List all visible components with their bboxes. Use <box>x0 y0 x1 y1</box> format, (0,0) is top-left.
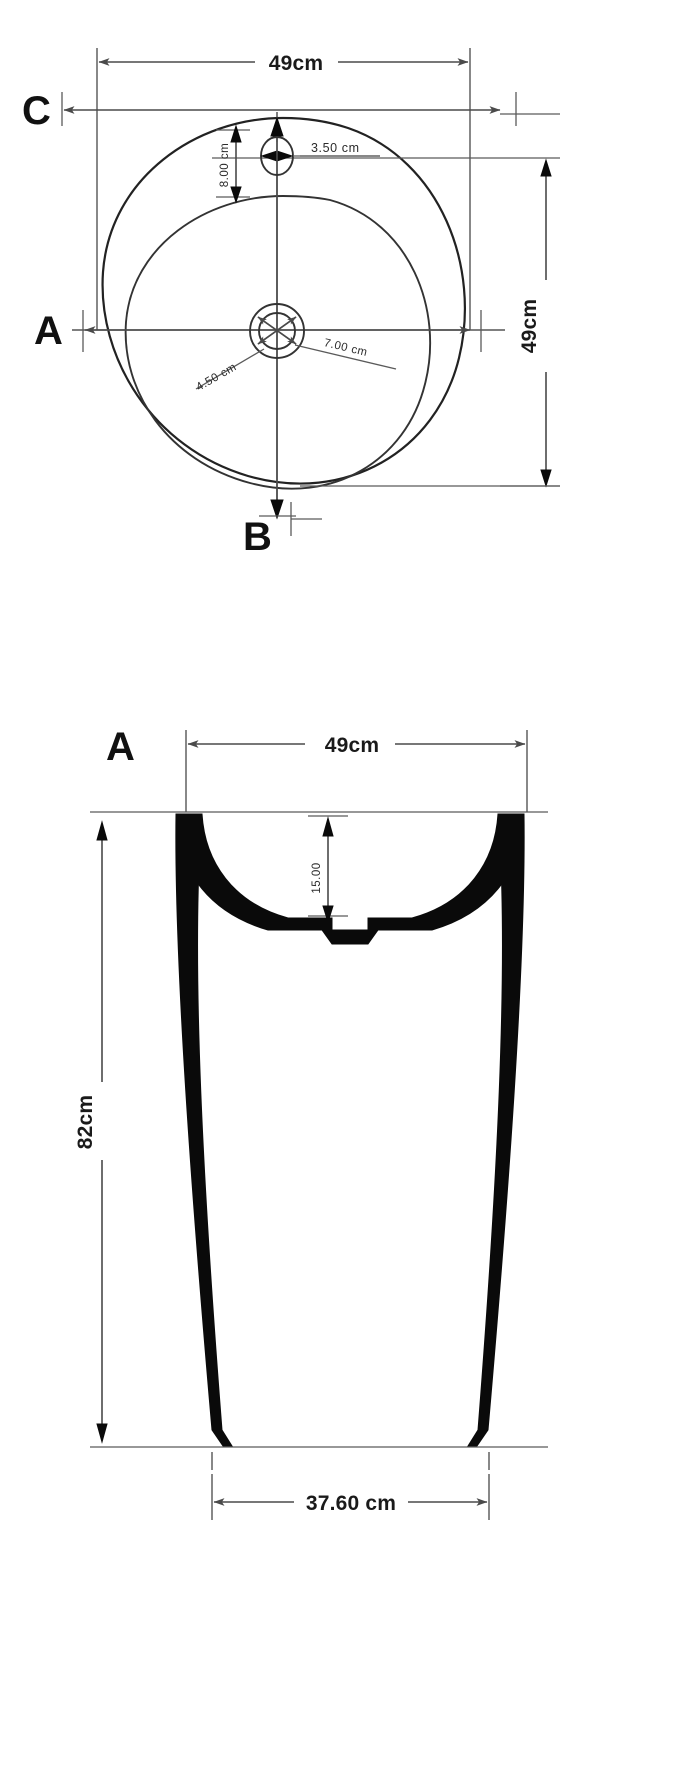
dimension-bowl-depth: 15.00 <box>308 815 348 924</box>
section-letter-a-front: A <box>106 725 135 769</box>
dimension-label-bowl-depth: 15.00 <box>311 862 323 893</box>
drain-outer-circle <box>249 303 305 359</box>
dimension-rim-width: 49cm <box>185 730 528 812</box>
dimension-label-right-height: 49cm <box>518 299 541 354</box>
pedestal-wall-right <box>467 813 525 1447</box>
dimension-label-rim-width: 49cm <box>325 734 380 757</box>
dimension-label-top-width: 49cm <box>269 52 324 75</box>
basin-inner-bowl <box>124 195 432 490</box>
dimension-right-height: 49cm <box>500 113 560 488</box>
dimension-base-width: 37.60 cm <box>211 1474 490 1520</box>
drain-inner-circle <box>258 312 296 350</box>
section-letter-c: C <box>22 89 51 133</box>
dimension-faucet-offset: 8.00 cm <box>216 124 250 204</box>
front-view-group: A 49cm <box>74 725 548 1520</box>
basin-drain-notch <box>321 917 379 945</box>
section-line-b: B <box>243 116 322 559</box>
pedestal-wall-left <box>175 813 233 1447</box>
drain-assembly <box>249 303 305 359</box>
section-letter-a-top: A <box>34 309 63 353</box>
section-letter-b: B <box>243 515 272 559</box>
faucet-hole <box>260 136 294 176</box>
dimension-total-height: 82cm <box>74 820 108 1444</box>
dimension-label-faucet-offset: 8.00 cm <box>219 143 231 187</box>
dimension-faucet-hole-diameter: 3.50 cm <box>293 141 380 157</box>
dimension-top-width: 49cm <box>96 48 471 330</box>
dimension-label-faucet-hole: 3.50 cm <box>311 141 360 155</box>
top-view-group: 49cm C A <box>22 48 560 559</box>
section-line-c: C <box>22 89 517 133</box>
dimension-label-total-height: 82cm <box>74 1095 97 1150</box>
basin-outer-rim <box>101 116 466 485</box>
dimension-label-base-width: 37.60 cm <box>306 1492 396 1515</box>
